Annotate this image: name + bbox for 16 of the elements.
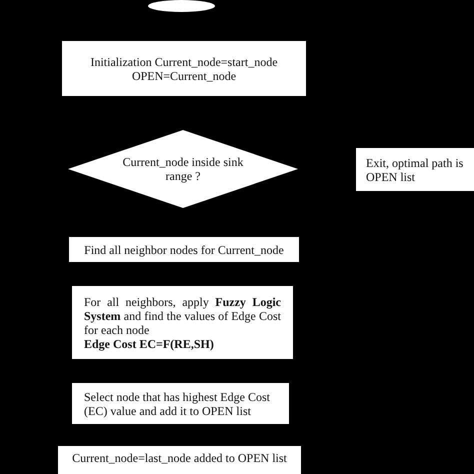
process-box [72,286,293,359]
node-text: Edge Cost EC=F(RE,SH) [84,336,215,350]
process-box [62,41,306,96]
decision-diamond [68,130,298,208]
process-box [58,446,301,474]
node-text: Current_node=last_node added to OPEN list [71,451,288,465]
node-text: Find all neighbor nodes for Current_node [83,242,285,256]
node-text: Initialization Current_node=start_node OPEN=Current_node [89,54,279,82]
node-text: Current_node inside sink range ? [122,155,244,183]
process-box [69,237,299,262]
node-text: Select node that has highest Edge Cost (EC) value and add it to OPEN list [84,390,271,418]
node-text: Exit, optimal path is OPEN list [366,156,464,184]
process-box [72,383,289,424]
node-text: For all neighbors, apply Fuzzy Logic System and find the values of Edge Cost for each node [84,294,281,336]
process-box [356,148,474,191]
terminal-ellipse [148,0,215,12]
